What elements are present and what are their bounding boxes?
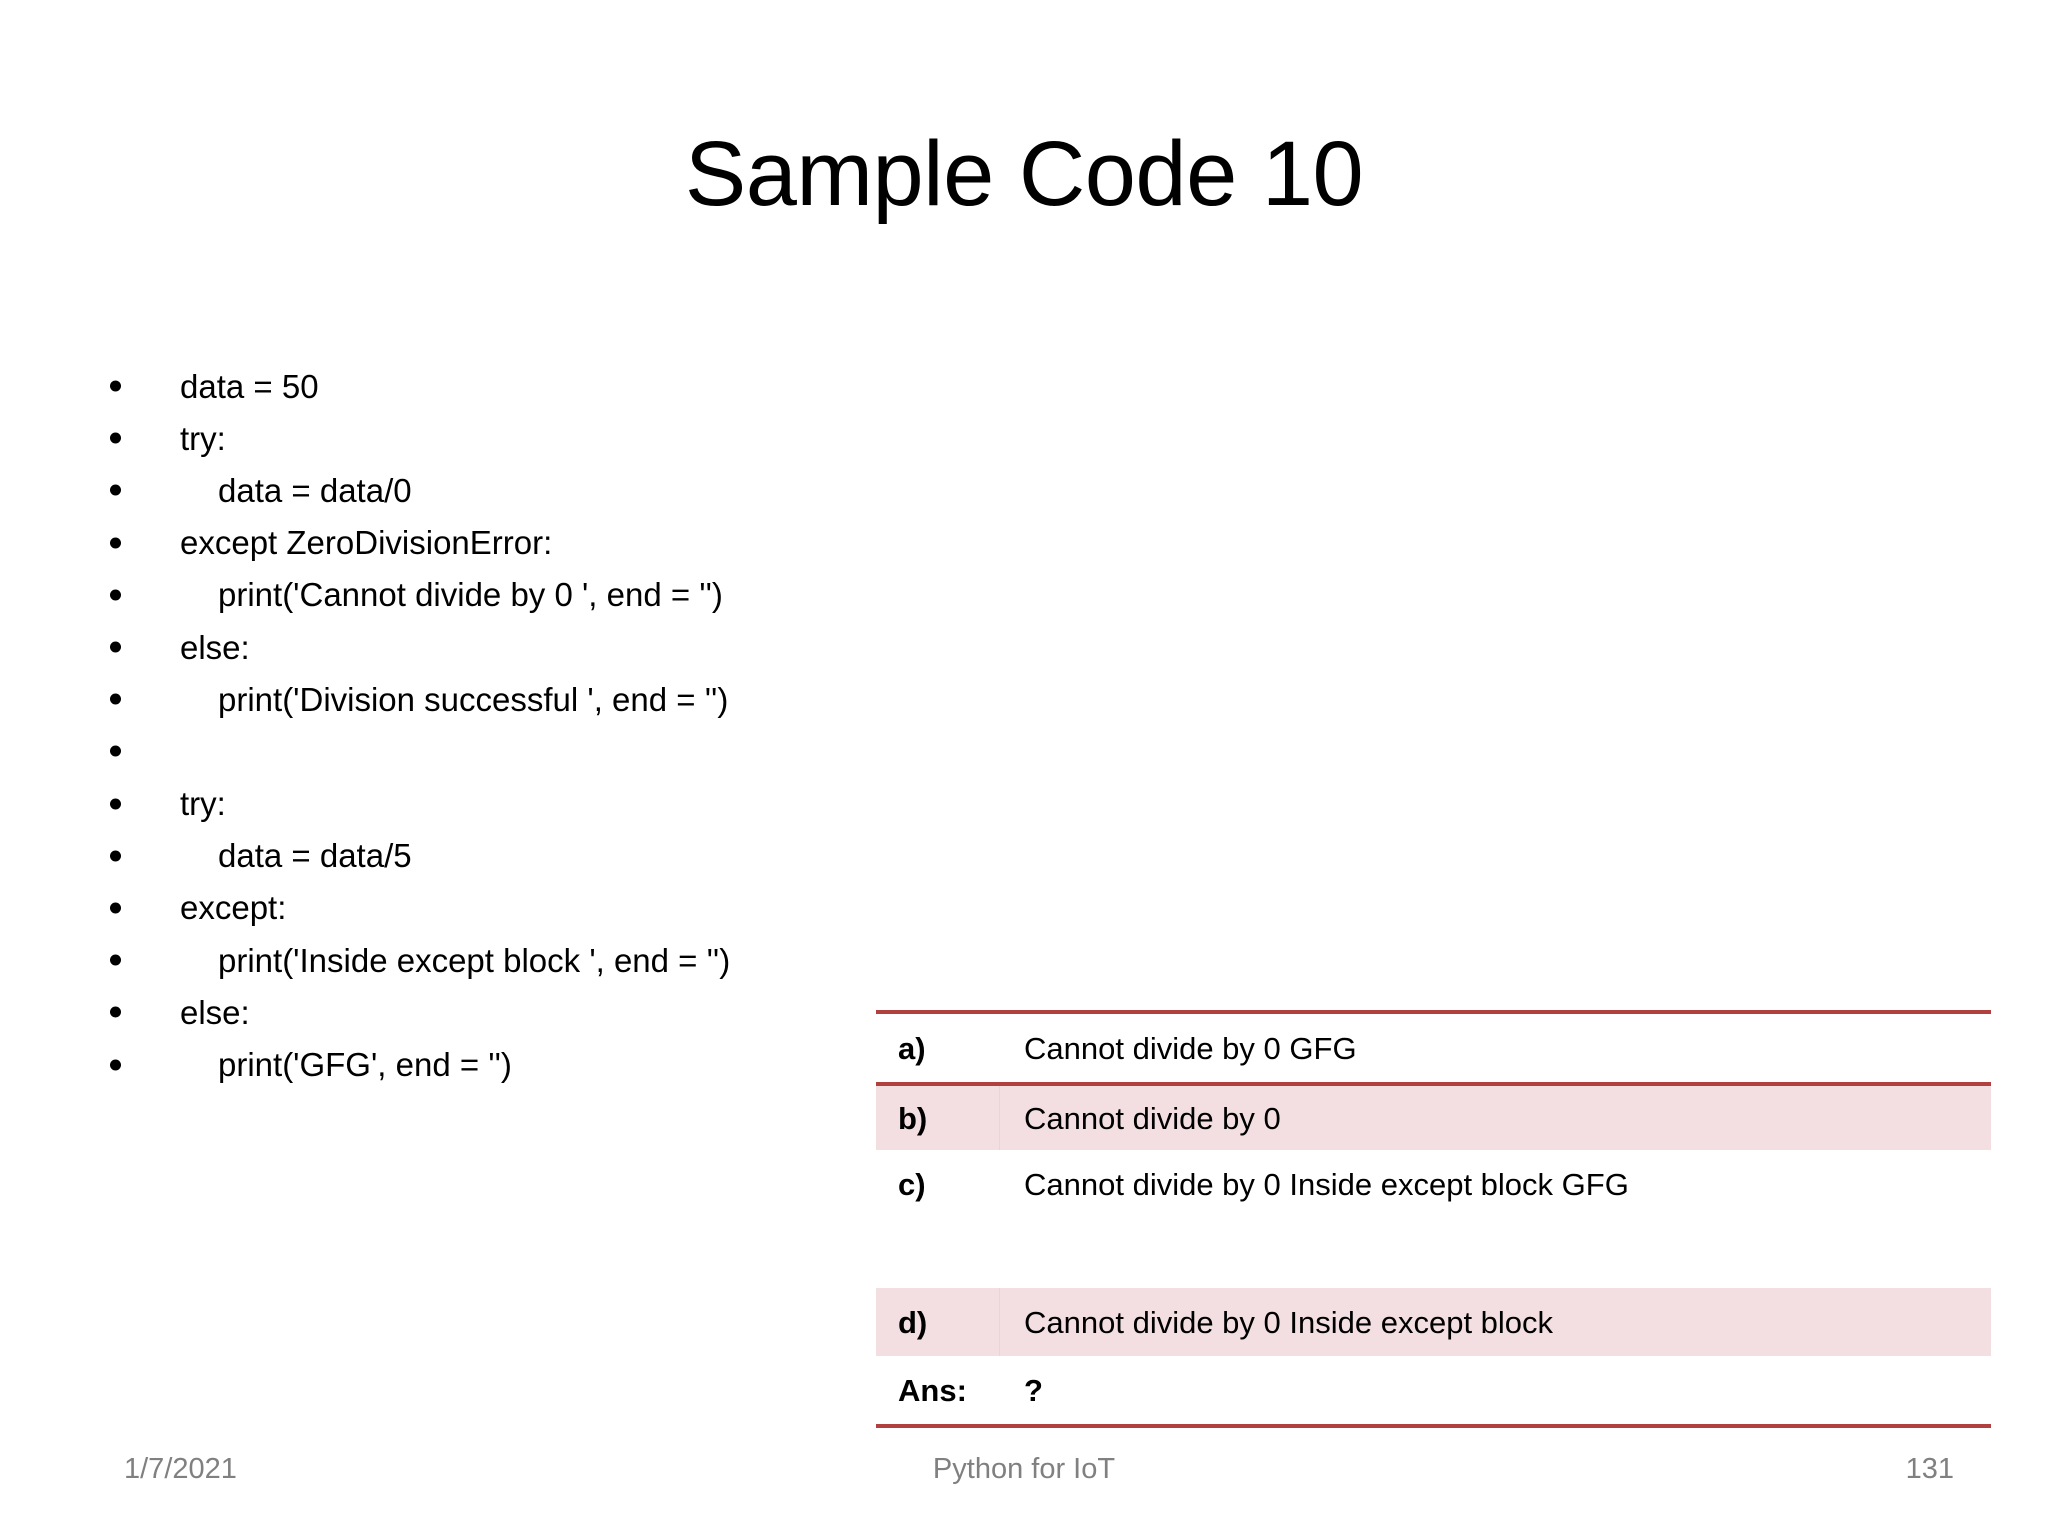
code-line-text: data = data/0 xyxy=(218,471,412,509)
code-line: data = data/0 xyxy=(96,464,956,516)
code-line: else: xyxy=(96,986,956,1038)
footer-date: 1/7/2021 xyxy=(124,1453,237,1485)
bullet-icon xyxy=(110,1059,121,1071)
slide-footer: 1/7/2021 Python for IoT 131 xyxy=(0,1450,2048,1490)
bullet-icon xyxy=(110,798,121,810)
option-row[interactable]: a) Cannot divide by 0 GFG xyxy=(876,1014,1991,1082)
code-line-text: try: xyxy=(180,419,226,457)
code-line: except: xyxy=(96,882,956,934)
code-line-text: print('Division successful ', end = '') xyxy=(218,680,729,718)
option-value: Cannot divide by 0 Inside except block G… xyxy=(1024,1166,1629,1202)
code-line-text: print('Inside except block ', end = '') xyxy=(218,941,731,979)
option-value: ? xyxy=(1024,1372,1043,1408)
code-line: try: xyxy=(96,412,956,464)
option-label: Ans: xyxy=(898,1372,967,1408)
code-line-text: else: xyxy=(180,993,250,1031)
answer-options-table: a) Cannot divide by 0 GFG b) Cannot divide … xyxy=(876,1010,1991,1428)
option-row[interactable]: c) Cannot divide by 0 Inside except block… xyxy=(876,1150,1991,1218)
footer-page-number: 131 xyxy=(1905,1453,1954,1485)
code-line-text: except ZeroDivisionError: xyxy=(180,524,553,562)
option-label: c) xyxy=(898,1166,926,1202)
option-row[interactable]: d) Cannot divide by 0 Inside except block xyxy=(876,1288,1991,1356)
code-line: print('Cannot divide by 0 ', end = '') xyxy=(96,569,956,621)
code-line: print('Division successful ', end = '') xyxy=(96,673,956,725)
option-row[interactable]: b) Cannot divide by 0 xyxy=(876,1082,1991,1150)
option-value: Cannot divide by 0 GFG xyxy=(1024,1030,1357,1066)
bullet-icon xyxy=(110,537,121,549)
option-label: d) xyxy=(876,1288,1000,1356)
table-row-spacer xyxy=(876,1218,1991,1288)
footer-subject: Python for IoT xyxy=(932,1453,1116,1485)
code-bullet-list: data = 50 try: data = data/0 except ZeroDiv… xyxy=(96,360,956,1091)
code-line xyxy=(96,725,956,777)
code-line-text: else: xyxy=(180,628,250,666)
page-title: Sample Code 10 xyxy=(684,123,1364,225)
code-line: print('Inside except block ', end = '') xyxy=(96,934,956,986)
option-value: Cannot divide by 0 xyxy=(1024,1100,1281,1136)
bullet-icon xyxy=(110,902,121,914)
option-label: a) xyxy=(898,1030,926,1066)
bullet-icon xyxy=(110,484,121,496)
bullet-icon xyxy=(110,641,121,653)
bullet-icon xyxy=(110,1006,121,1018)
code-line: data = 50 xyxy=(96,360,956,412)
code-line-text: print('GFG', end = '') xyxy=(218,1046,512,1084)
bullet-icon xyxy=(110,589,121,601)
code-line-text: data = data/5 xyxy=(218,837,412,875)
bullet-icon xyxy=(110,745,121,757)
bullet-icon xyxy=(110,432,121,444)
code-line-text: print('Cannot divide by 0 ', end = '') xyxy=(218,576,723,614)
code-line: print('GFG', end = '') xyxy=(96,1038,956,1090)
code-line: try: xyxy=(96,778,956,830)
code-line: data = data/5 xyxy=(96,830,956,882)
option-value: Cannot divide by 0 Inside except block xyxy=(1024,1304,1554,1340)
bullet-icon xyxy=(110,380,121,392)
bullet-icon xyxy=(110,693,121,705)
code-line: else: xyxy=(96,621,956,673)
code-line-text: try: xyxy=(180,785,226,823)
bullet-icon xyxy=(110,850,121,862)
answer-row[interactable]: Ans:? xyxy=(876,1356,1991,1424)
code-line-text: data = 50 xyxy=(180,367,319,405)
option-label: b) xyxy=(876,1086,1000,1150)
bullet-icon xyxy=(110,954,121,966)
code-line-text: except: xyxy=(180,889,287,927)
code-line: except ZeroDivisionError: xyxy=(96,517,956,569)
